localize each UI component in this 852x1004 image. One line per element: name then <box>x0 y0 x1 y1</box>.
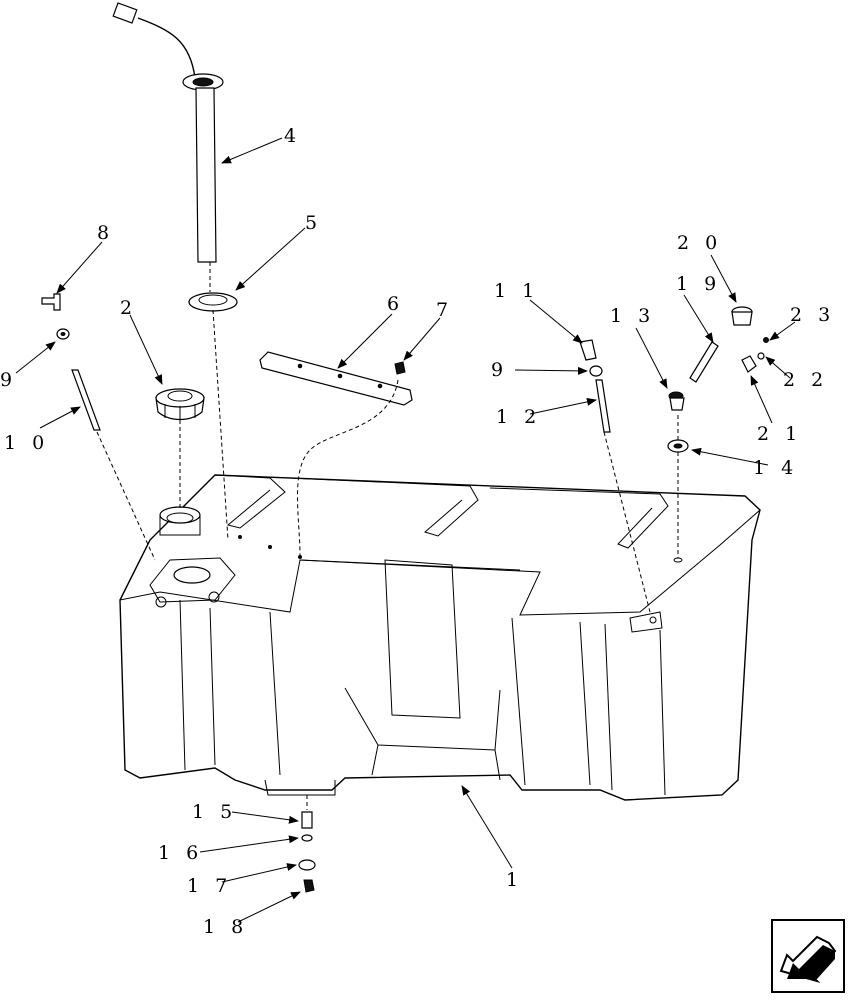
callout-20: 2 0 <box>677 232 722 254</box>
nut-right <box>589 365 603 377</box>
callout-21: 2 1 <box>757 423 802 445</box>
callout-15: 1 5 <box>192 801 237 823</box>
drain-washer <box>298 859 316 871</box>
screw <box>763 337 769 343</box>
callout-5: 5 <box>305 212 322 234</box>
elbow-fitting-right <box>579 339 597 361</box>
callout-1: 1 <box>506 869 523 891</box>
leader-lines <box>15 137 796 923</box>
callout-22: 2 2 <box>783 369 828 391</box>
o-ring <box>301 834 313 842</box>
drain-plug <box>301 811 313 829</box>
vent-hose <box>689 341 719 383</box>
callout-9-right: 9 <box>491 359 508 381</box>
callout-4: 4 <box>284 125 301 147</box>
fuel-tank <box>119 474 761 801</box>
elbow-fitting <box>41 293 61 311</box>
vent-cap <box>731 306 753 326</box>
vent-tube-right <box>595 379 611 433</box>
hose-clip <box>741 355 757 373</box>
callout-6: 6 <box>387 293 404 315</box>
callout-14: 1 4 <box>753 457 798 479</box>
strap-bolt <box>394 361 406 375</box>
callout-12: 1 2 <box>496 406 541 428</box>
callout-17: 1 7 <box>187 875 232 897</box>
callout-10: 1 0 <box>4 432 49 454</box>
back-navigation-button[interactable] <box>771 919 845 993</box>
back-arrow-icon <box>779 935 837 983</box>
filler-cap <box>155 388 205 421</box>
grommet-hole <box>673 443 683 449</box>
callout-7: 7 <box>436 299 453 321</box>
callout-16: 1 6 <box>158 842 203 864</box>
fuel-sender-unit <box>112 2 224 263</box>
washer <box>757 352 765 360</box>
callout-8: 8 <box>97 222 114 244</box>
callout-23: 2 3 <box>790 304 835 326</box>
assembly-lines <box>96 262 679 810</box>
callout-19: 1 9 <box>676 273 721 295</box>
vent-tube-left <box>71 369 101 431</box>
callout-11: 1 1 <box>494 280 539 302</box>
callout-9-left: 9 <box>0 369 17 391</box>
drain-bolt <box>303 879 315 893</box>
mounting-strap <box>259 351 413 406</box>
sender-gasket <box>188 292 238 312</box>
callout-13: 1 3 <box>610 305 655 327</box>
callout-18: 1 8 <box>203 916 248 938</box>
callout-2: 2 <box>120 297 137 319</box>
callout-labels: 1 2 4 5 6 7 8 9 9 1 0 1 1 1 2 1 3 1 4 1 … <box>0 125 835 938</box>
nut-left-hole <box>60 332 66 336</box>
bulkhead-fitting <box>668 391 685 411</box>
